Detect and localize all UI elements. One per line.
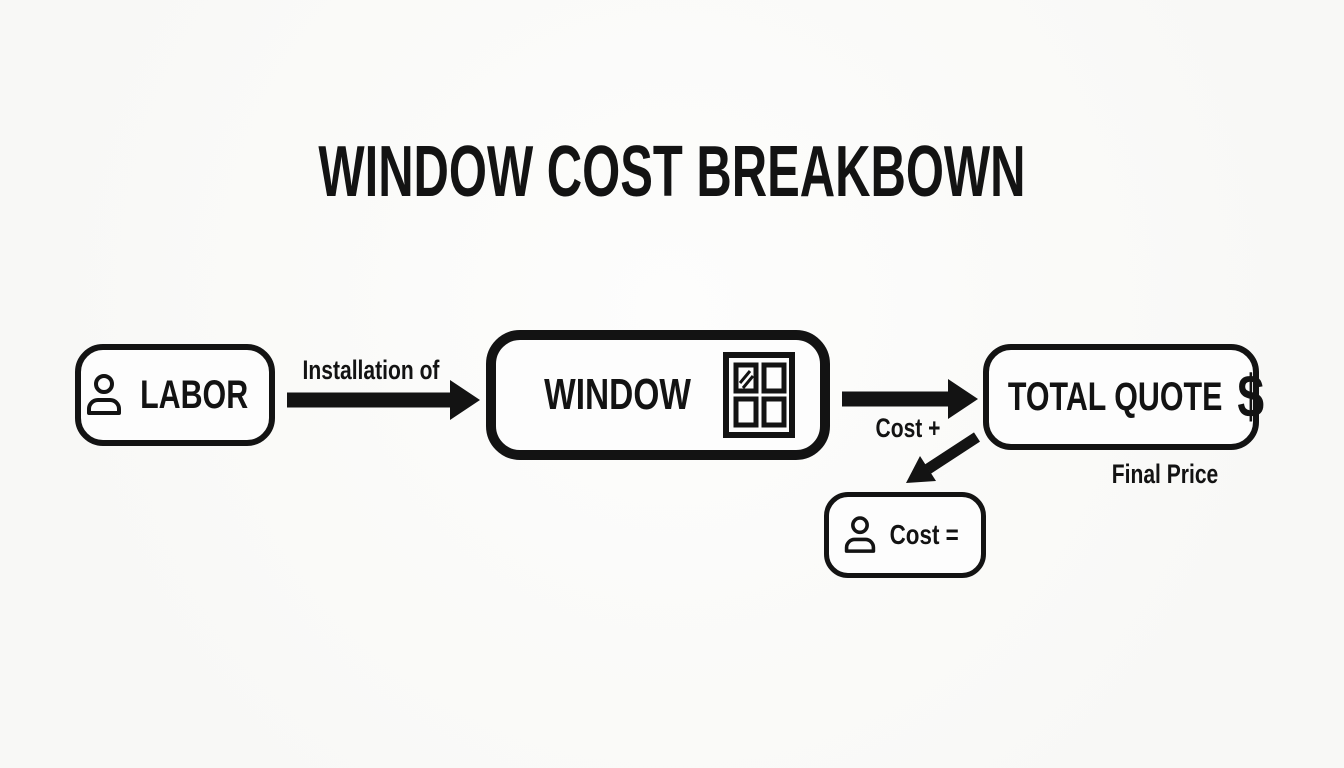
labor-label: LABOR [139,372,249,417]
edge-label-installation-of: Installation of [302,355,440,385]
window-node: WINDOW [486,330,830,460]
page-title-text: WINDOW COST BREAKBOWN [318,132,1026,212]
window-label: WINDOW [544,370,692,419]
person-icon [85,373,123,417]
arrow-labor-to-window [287,380,480,420]
edge-label-cost-plus: Cost + [875,413,941,443]
page-title: WINDOW COST BREAKBOWN [0,136,1344,208]
dollar-sign-icon: $ [1237,363,1265,430]
final-price-caption: Final Price [1111,459,1219,489]
labor-cost-node: Cost = [824,492,986,578]
total-quote-label: TOTAL QUOTE [1008,374,1223,419]
total-quote-node: TOTAL QUOTE $ [983,344,1264,450]
labor-cost-label: Cost = [889,519,959,550]
window-icon [722,352,795,438]
labor-node: LABOR [75,344,275,446]
person-icon [843,515,877,555]
